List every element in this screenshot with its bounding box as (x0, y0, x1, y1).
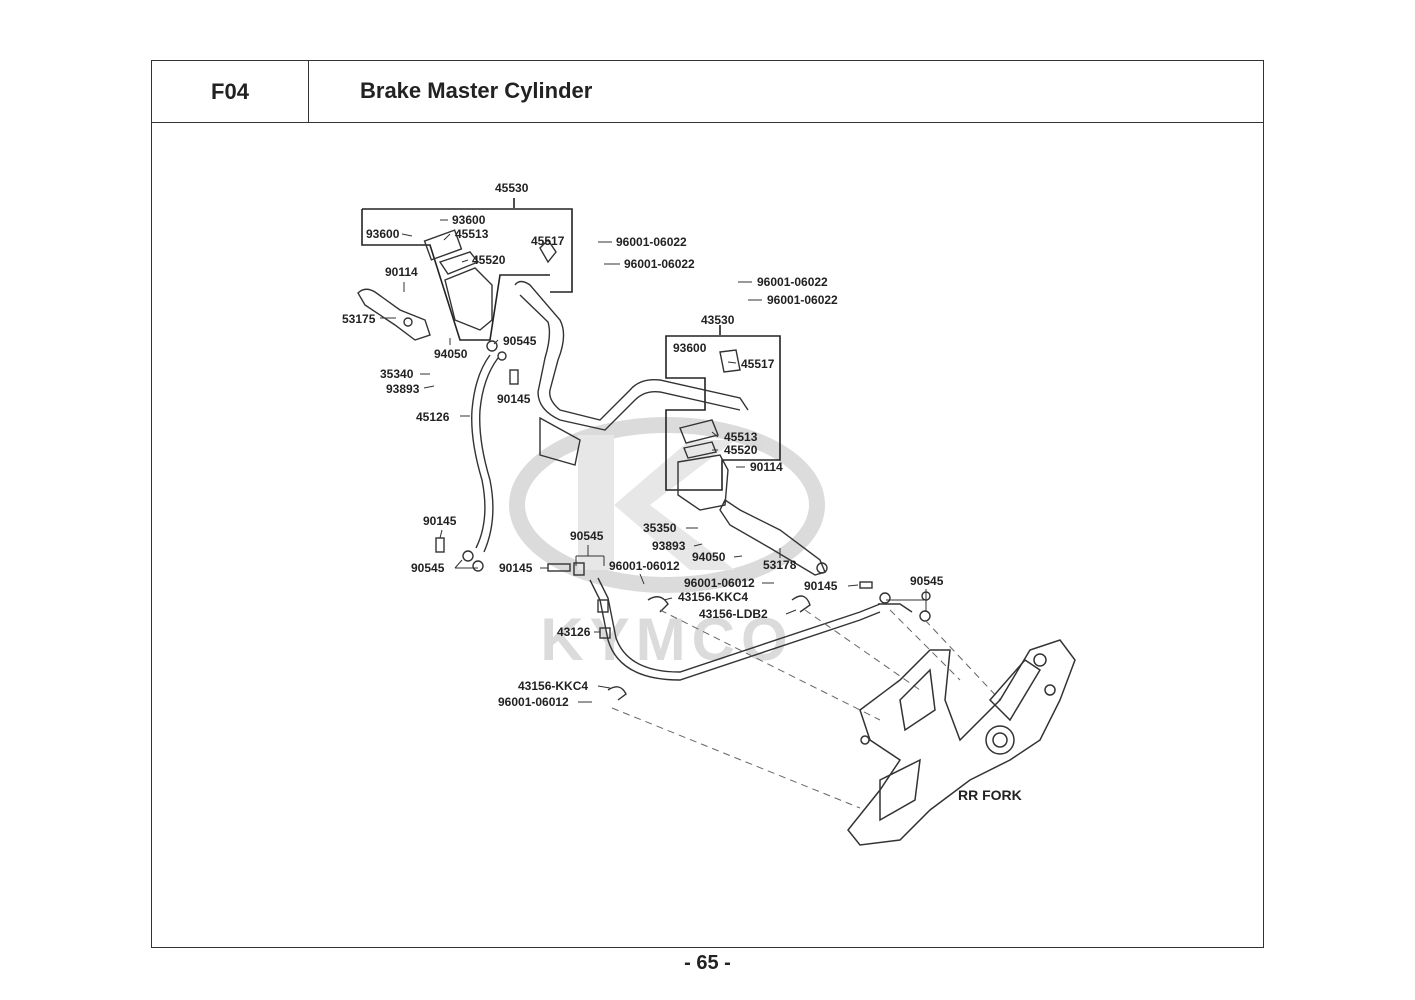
page-number: - 65 - (684, 952, 731, 974)
label-45517: 45517 (531, 234, 565, 248)
label-43126: 43126 (557, 625, 591, 639)
label-90545: 90545 (910, 574, 944, 588)
header-title-box (309, 60, 1264, 122)
label-96001-06022: 96001-06022 (757, 275, 828, 289)
label-45530: 45530 (495, 181, 529, 195)
right-master-cylinder (677, 349, 741, 511)
watermark-text: KYMCO (540, 606, 793, 673)
rr-fork-bracket (847, 639, 1076, 846)
label-96001-06022: 96001-06022 (616, 235, 687, 249)
label-rr-fork: RR FORK (958, 787, 1022, 803)
label-94050: 94050 (434, 347, 468, 361)
label-43156-KKC4: 43156-KKC4 (518, 679, 588, 693)
label-35350: 35350 (643, 521, 677, 535)
section-code: F04 (151, 60, 309, 122)
diagram-frame (151, 122, 1264, 948)
label-90145: 90145 (804, 579, 838, 593)
label-45520: 45520 (724, 443, 758, 457)
left-brake-lever (357, 288, 431, 341)
label-94050: 94050 (692, 550, 726, 564)
label-45126: 45126 (416, 410, 450, 424)
label-96001-06012: 96001-06012 (609, 559, 680, 573)
label-90545: 90545 (411, 561, 445, 575)
right-brake-lever (719, 498, 828, 576)
label-90145: 90145 (499, 561, 533, 575)
label-93600: 93600 (366, 227, 400, 241)
label-96001-06012: 96001-06012 (498, 695, 569, 709)
label-90545: 90545 (570, 529, 604, 543)
label-45520: 45520 (472, 253, 506, 267)
bracket-45530 (361, 198, 573, 341)
label-43530: 43530 (701, 313, 735, 327)
label-leaders (380, 219, 927, 703)
hose-clamps (435, 351, 931, 701)
label-93600: 93600 (673, 341, 707, 355)
part-labels: 45530 93600 93600 45513 45520 45517 9600… (342, 181, 1022, 803)
label-53175: 53175 (342, 312, 376, 326)
left-master-cylinder (423, 229, 557, 331)
label-96001-06022: 96001-06022 (624, 257, 695, 271)
brake-hose-43126 (589, 577, 913, 681)
label-93893: 93893 (652, 539, 686, 553)
label-90114: 90114 (750, 460, 783, 474)
leader-lines (611, 609, 1001, 809)
label-43156-LDB2: 43156-LDB2 (699, 607, 768, 621)
label-45513: 45513 (455, 227, 489, 241)
label-45513: 45513 (724, 430, 758, 444)
label-90114: 90114 (385, 265, 418, 279)
brake-hose-45126 (462, 340, 499, 572)
label-90145: 90145 (497, 392, 531, 406)
label-45517: 45517 (741, 357, 775, 371)
label-96001-06012: 96001-06012 (684, 576, 755, 590)
label-35340: 35340 (380, 367, 414, 381)
label-43156-KKC4: 43156-KKC4 (678, 590, 748, 604)
handlebar (514, 280, 749, 466)
label-93893: 93893 (386, 382, 420, 396)
label-96001-06022: 96001-06022 (767, 293, 838, 307)
page-title: Brake Master Cylinder (360, 78, 593, 103)
label-90545: 90545 (503, 334, 537, 348)
label-53178: 53178 (763, 558, 797, 572)
label-90145: 90145 (423, 514, 457, 528)
kymco-watermark-logo: KYMCO (509, 417, 825, 673)
bracket-43530 (665, 325, 781, 491)
label-93600: 93600 (452, 213, 486, 227)
